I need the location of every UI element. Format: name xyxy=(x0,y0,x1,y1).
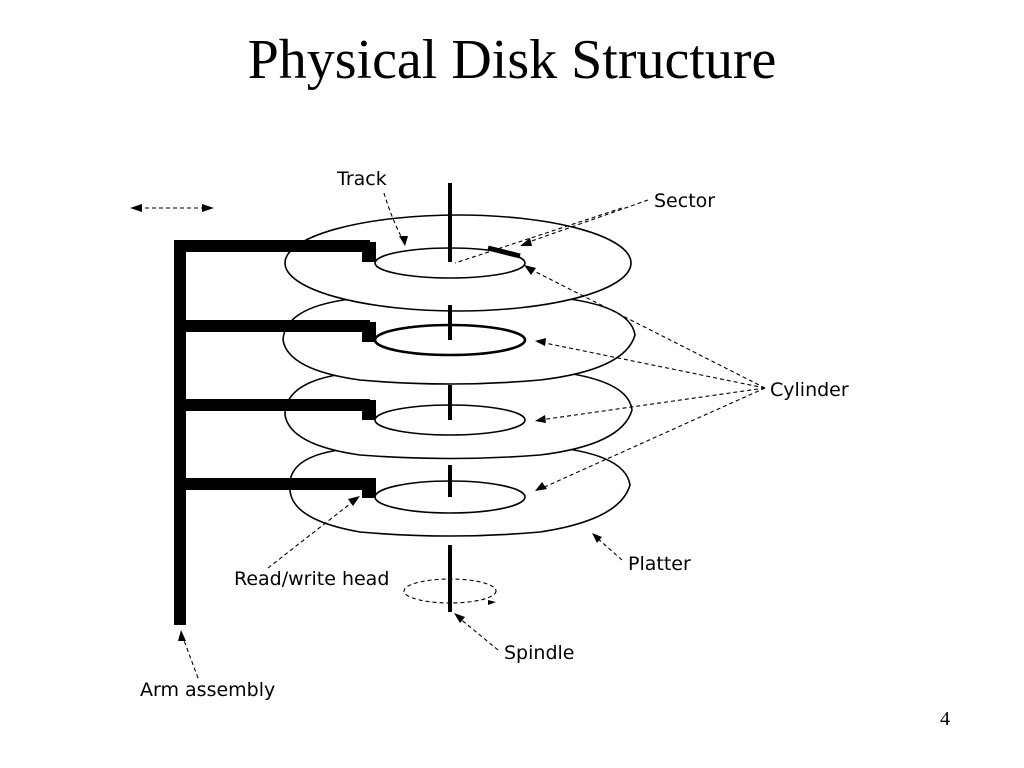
label-platter: Platter xyxy=(628,553,691,575)
arm-movement-arrow xyxy=(130,204,214,212)
label-track: Track xyxy=(336,168,387,190)
platter-2 xyxy=(282,293,636,385)
leader-lines xyxy=(178,192,766,679)
rotation-arrowhead xyxy=(488,600,496,605)
sector-mark xyxy=(487,245,521,259)
label-read-write-head: Read/write head xyxy=(234,568,389,590)
page-number: 4 xyxy=(940,708,950,730)
label-cylinder: Cylinder xyxy=(770,379,849,401)
arm-assembly xyxy=(174,240,376,625)
slide-title: Physical Disk Structure xyxy=(247,29,777,91)
label-sector: Sector xyxy=(654,190,715,212)
platter-1 xyxy=(284,214,632,312)
label-arm-assembly: Arm assembly xyxy=(140,679,275,701)
spindle-rotation-indicator xyxy=(403,578,497,604)
platter-4 xyxy=(288,442,631,537)
label-spindle: Spindle xyxy=(504,642,574,664)
